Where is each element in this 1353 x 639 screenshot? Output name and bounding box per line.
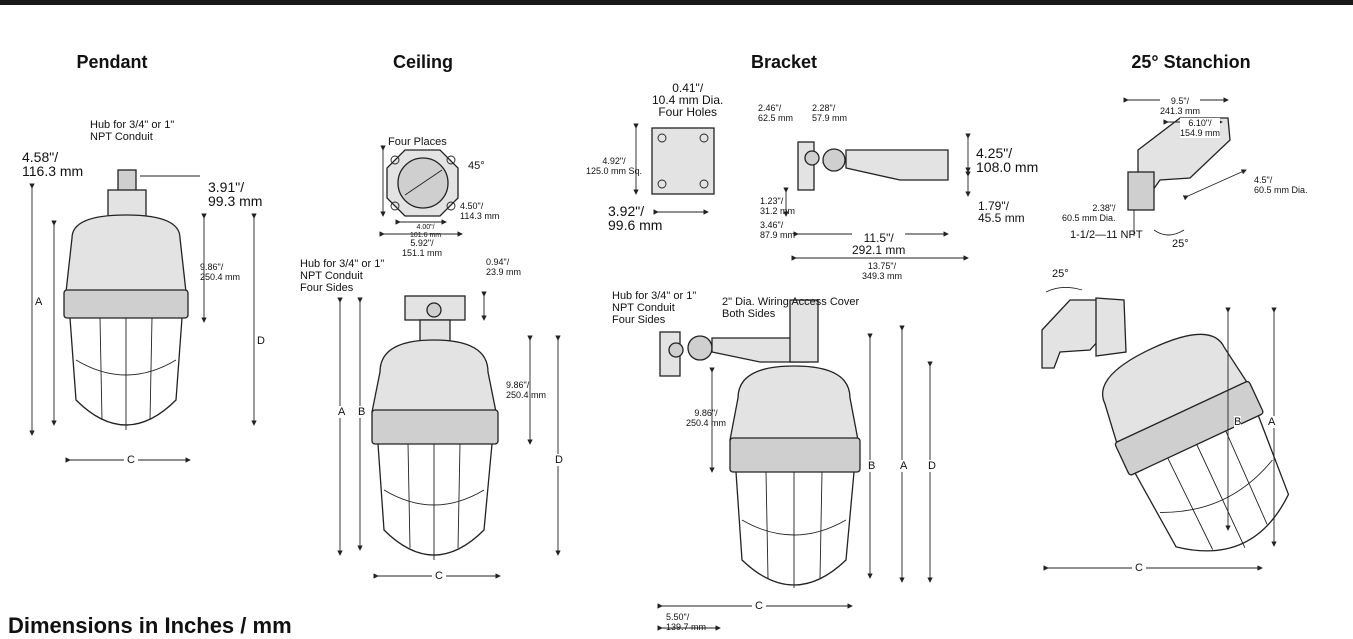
stanchion-letter-a: A bbox=[1268, 416, 1276, 428]
bracket-drawing bbox=[633, 123, 971, 631]
stanchion-letter-c: C bbox=[1132, 562, 1146, 574]
pendant-drawing bbox=[29, 169, 257, 463]
ceiling-letter-a: A bbox=[338, 406, 346, 418]
stanchion-dim-610: 6.10"/ 154.9 mm bbox=[1180, 118, 1221, 138]
title-pendant: Pendant bbox=[76, 52, 148, 72]
stanchion-dim-238: 2.38"/ 60.5 mm Dia. bbox=[1062, 203, 1116, 223]
stanchion-drawing bbox=[1041, 97, 1290, 571]
ceiling-dim-bolt: 4.50"/ 114.3 mm bbox=[460, 201, 500, 221]
bracket-cover-note: 2" Dia. Wiring Access Cover Both Sides bbox=[722, 296, 860, 320]
title-ceiling: Ceiling bbox=[392, 52, 454, 72]
ceiling-letter-c: C bbox=[432, 570, 446, 582]
ceiling-letter-b: B bbox=[358, 406, 366, 418]
bracket-dim-height: 9.86"/ 250.4 mm bbox=[686, 408, 727, 428]
ceiling-drawing bbox=[337, 145, 561, 579]
bracket-letter-d: D bbox=[928, 460, 936, 472]
pendant-letter-d: D bbox=[257, 335, 265, 347]
stanchion-angle-small: 25° bbox=[1172, 238, 1189, 250]
bracket-dim-123: 1.23"/ 31.2 mm bbox=[760, 196, 796, 216]
ceiling-letter-d: D bbox=[555, 454, 563, 466]
title-bracket: Bracket bbox=[750, 52, 818, 72]
stanchion-npt: 1-1/2—11 NPT bbox=[1070, 229, 1143, 241]
pendant-letter-c: C bbox=[124, 454, 138, 466]
ceiling-four-places: Four Places bbox=[388, 136, 447, 148]
stanchion-angle-big: 25° bbox=[1052, 268, 1069, 280]
bottom-heading: Dimensions in Inches / mm bbox=[8, 613, 292, 638]
top-rule bbox=[0, 0, 1353, 5]
ceiling-dim-inner: 4.00"/ 101.6 mm bbox=[410, 224, 442, 239]
ceiling-dim-hub: 0.94"/ 23.9 mm bbox=[486, 257, 522, 277]
bracket-dim-246: 2.46"/ 62.5 mm bbox=[758, 103, 794, 123]
pendant-dim-hub: 3.91"/ 99.3 mm bbox=[208, 179, 263, 209]
bracket-hub-note: Hub for 3/4" or 1" NPT Conduit Four Side… bbox=[612, 290, 697, 326]
bracket-letter-b: B bbox=[868, 460, 876, 472]
pendant-letter-a: A bbox=[35, 296, 43, 308]
pendant-dim-width: 4.58"/ 116.3 mm bbox=[22, 149, 84, 179]
pendant-dim-height: 9.86"/ 250.4 mm bbox=[200, 262, 241, 282]
ceiling-angle: 45° bbox=[468, 160, 485, 172]
bracket-dim-392: 3.92"/ 99.6 mm bbox=[608, 203, 663, 233]
bracket-dim-346: 3.46"/ 87.9 mm bbox=[760, 220, 796, 240]
stanchion-letter-b: B bbox=[1234, 416, 1242, 428]
ceiling-dim-outer: 5.92"/ 151.1 mm bbox=[402, 238, 443, 258]
ceiling-hub-note: Hub for 3/4" or 1" NPT Conduit Four Side… bbox=[300, 258, 385, 294]
bracket-dim-sq: 4.92"/ 125.0 mm Sq. bbox=[586, 156, 643, 176]
stanchion-dim-95: 9.5"/ 241.3 mm bbox=[1160, 96, 1201, 116]
stanchion-dim-45: 4.5"/ 60.5 mm Dia. bbox=[1254, 175, 1308, 195]
bracket-dim-1375: 13.75"/ 349.3 mm bbox=[862, 261, 903, 281]
bracket-dim-228: 2.28"/ 57.9 mm bbox=[812, 103, 848, 123]
bracket-dim-550: 5.50"/ 139.7 mm bbox=[666, 612, 707, 632]
ceiling-dim-height: 9.86"/ 250.4 mm bbox=[506, 380, 547, 400]
bracket-letter-a: A bbox=[900, 460, 908, 472]
title-stanchion: 25° Stanchion bbox=[1131, 52, 1251, 72]
bracket-dim-425: 4.25"/ 108.0 mm bbox=[976, 145, 1039, 175]
bracket-dim-115: 11.5"/ 292.1 mm bbox=[852, 231, 906, 257]
pendant-hub-note: Hub for 3/4" or 1" NPT Conduit bbox=[90, 119, 175, 143]
bracket-letter-c: C bbox=[752, 600, 766, 612]
bracket-holes: 0.41"/ 10.4 mm Dia. Four Holes bbox=[652, 81, 724, 119]
bracket-dim-179: 1.79"/ 45.5 mm bbox=[978, 199, 1025, 225]
